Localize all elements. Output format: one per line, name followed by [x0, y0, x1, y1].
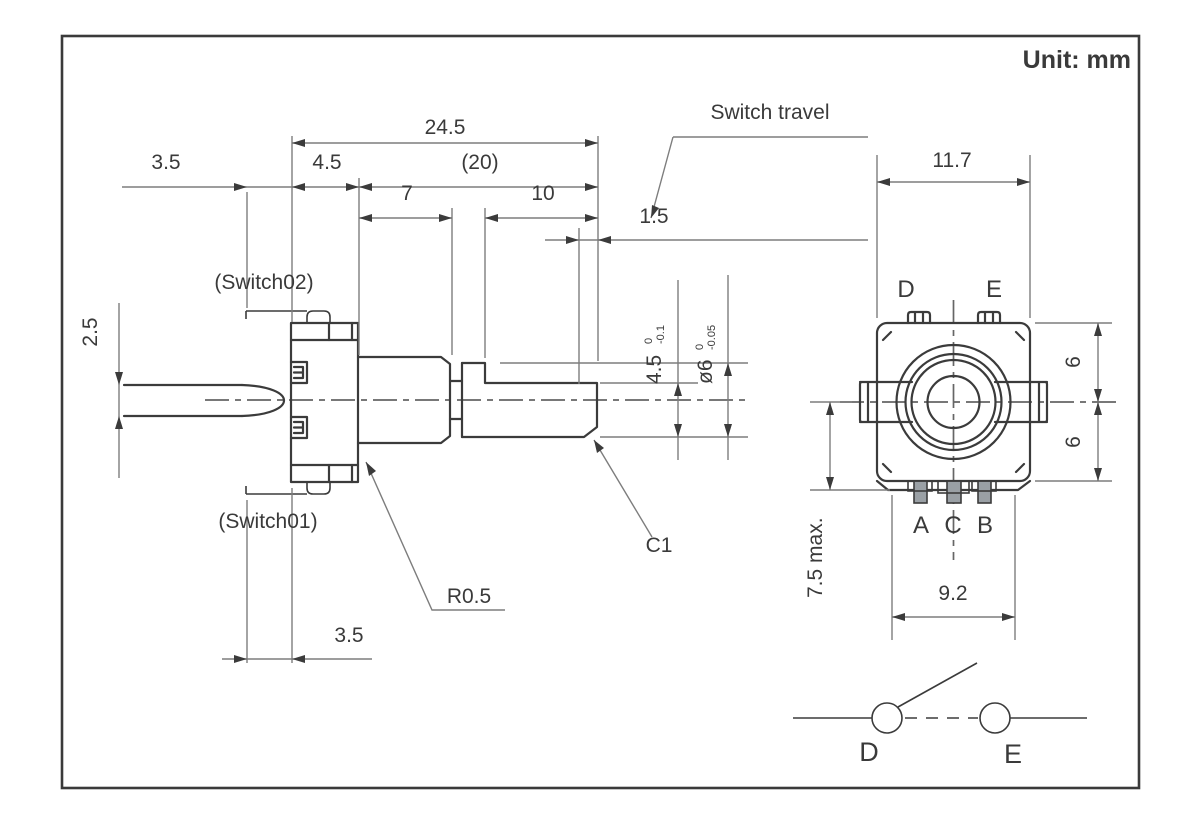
svg-text:4.5: 4.5 [643, 355, 666, 384]
label-tip-chamfer: C1 [646, 534, 673, 557]
svg-text:0: 0 [694, 344, 706, 350]
dim-upper-half: 6 [1062, 356, 1085, 368]
schematic-contact-d [871, 702, 903, 734]
svg-text:7.5 max.: 7.5 max. [804, 517, 827, 598]
dim-pin-gap: 2.5 [79, 317, 102, 346]
front-arrowheads [826, 178, 1102, 621]
terminal-label-a: A [913, 512, 929, 539]
terminal-label-d: D [897, 276, 914, 303]
encoder-body-side [289, 321, 599, 484]
dim-bushing-length: 7 [401, 182, 413, 205]
label-fillet-radius: R0.5 [447, 585, 491, 608]
side-view: 24.5 3.5 4.5 (20) 7 10 1.5 Switch travel… [79, 101, 868, 663]
dim-height-max: 7.5 max. [804, 517, 827, 598]
schematic-switch-lever [897, 662, 978, 708]
side-arrowheads [115, 139, 732, 663]
dim-terminal-protrusion-top: 3.5 [151, 151, 180, 174]
dim-shaft-length: (20) [461, 151, 498, 174]
schematic-label-e: E [1004, 739, 1022, 769]
label-switch01: (Switch01) [218, 510, 317, 533]
svg-text:-0.05: -0.05 [706, 325, 718, 350]
dim-body-front-depth: 4.5 [312, 151, 341, 174]
unit-label: Unit: mm [1023, 46, 1131, 74]
dim-body-width: 11.7 [932, 149, 971, 172]
svg-text:0: 0 [643, 338, 655, 344]
terminal-label-c: C [944, 512, 961, 539]
dim-terminal-span: 9.2 [938, 582, 967, 605]
schematic-label-d: D [859, 737, 879, 767]
terminal-label-b: B [977, 512, 993, 539]
front-bottom-terminals [907, 480, 997, 504]
switch02-terminal [245, 310, 331, 323]
terminal-label-e: E [986, 276, 1002, 303]
label-switch02: (Switch02) [214, 271, 313, 294]
dim-overall-length: 24.5 [425, 116, 466, 139]
dim-flat-length: 10 [531, 182, 554, 205]
switch-schematic: D E [793, 662, 1087, 769]
label-switch-travel: Switch travel [710, 101, 829, 124]
side-pins [122, 383, 286, 418]
front-view: 11.7 6 6 7.5 max. 9.2 D E A C B [804, 149, 1122, 640]
svg-text:-0.1: -0.1 [655, 325, 667, 344]
dim-flat-height: 4.5 0 -0.1 [643, 325, 667, 384]
dim-lower-half: 6 [1062, 436, 1085, 448]
dim-terminal-protrusion-bottom: 3.5 [334, 624, 363, 647]
dim-switch-travel-value: 1.5 [639, 205, 668, 228]
dim-shaft-diameter: ø6 0 -0.05 [694, 325, 718, 384]
svg-text:ø6: ø6 [694, 359, 717, 384]
drawing-border [60, 34, 1141, 790]
switch01-terminal [245, 482, 331, 495]
